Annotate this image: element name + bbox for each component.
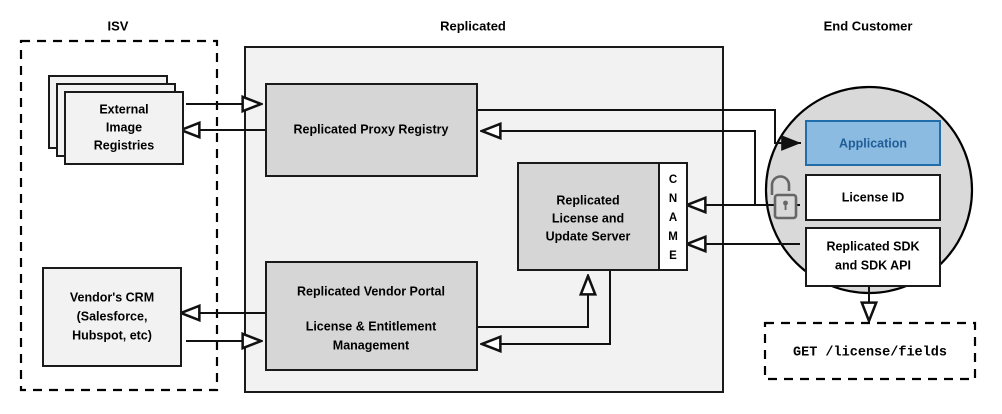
vendors-crm-line-1: Vendor's CRM [70,290,154,304]
license-id-box [805,174,941,221]
external-image-registries-line-2: Image [106,120,142,134]
external-image-registries-line-1: External [99,102,148,116]
replicated-proxy-registry-box [265,83,478,177]
api-request-border [763,321,977,381]
cname-letter-e: E [669,250,677,262]
zone-replicated-label: Replicated [440,18,506,33]
application-label: Application [839,136,907,150]
replicated-sdk-line-1: Replicated SDK [826,239,919,253]
replicated-license-update-server-line-1: Replicated [556,193,619,207]
node-vendors-crm[interactable]: Vendor's CRM (Salesforce, Hubspot, etc) [42,267,182,367]
vendors-crm-line-2: (Salesforce, [77,309,148,323]
application-box [805,120,941,166]
cname-letter-n: N [669,193,677,205]
node-application[interactable]: Application [805,120,941,166]
unlocked-padlock-icon [770,175,798,220]
node-cname[interactable]: C N A M E [658,162,688,271]
replicated-sdk-box [805,227,941,287]
zone-end-customer-label: End Customer [824,18,913,33]
replicated-vendor-portal-line-3: License & Entitlement [306,319,437,333]
cname-letter-m: M [668,231,678,243]
cname-box [658,162,688,271]
replicated-vendor-portal-line-1: Replicated Vendor Portal [297,284,445,298]
zone-isv-border [19,39,219,392]
connector-license-server-to-vendor-portal [482,270,611,344]
external-image-registries-line-3: Registries [94,138,154,152]
zone-isv-label: ISV [108,18,129,33]
padlock-keyhole-stem [784,204,787,210]
api-request-label: GET /license/fields [793,346,947,361]
replicated-license-update-server-box [517,162,660,271]
node-replicated-vendor-portal[interactable]: Replicated Vendor Portal License & Entit… [265,261,478,371]
connectors [181,104,869,344]
replicated-vendor-portal-line-4: Management [333,338,410,352]
padlock-shackle [770,175,791,195]
connector-proxy-to-application [477,109,801,151]
replicated-vendor-portal-box [265,261,478,371]
vendors-crm-line-3: Hubspot, etc) [72,328,152,342]
node-license-id[interactable]: License ID [805,174,941,221]
node-api-request[interactable]: GET /license/fields [763,321,977,381]
node-replicated-proxy-registry[interactable]: Replicated Proxy Registry [265,83,478,177]
padlock-keyhole [783,200,788,206]
node-external-image-registries[interactable]: External Image Registries [48,75,184,165]
external-image-registries-card-front [64,91,184,165]
cname-letter-c: C [669,174,677,186]
node-replicated-sdk[interactable]: Replicated SDK and SDK API [805,227,941,287]
connector-vendor-portal-to-license-server [477,276,588,328]
cname-letter-a: A [669,212,677,224]
license-id-label: License ID [842,190,905,204]
replicated-proxy-registry-label: Replicated Proxy Registry [294,122,449,136]
replicated-sdk-line-2: and SDK API [835,258,911,272]
zone-isv: ISV [19,18,219,392]
replicated-license-update-server-line-2: License and [552,211,624,225]
connector-application-to-proxy [482,131,756,205]
node-replicated-license-update-server[interactable]: Replicated License and Update Server [517,162,660,271]
replicated-license-update-server-line-3: Update Server [546,229,631,243]
vendors-crm-box [42,267,182,367]
